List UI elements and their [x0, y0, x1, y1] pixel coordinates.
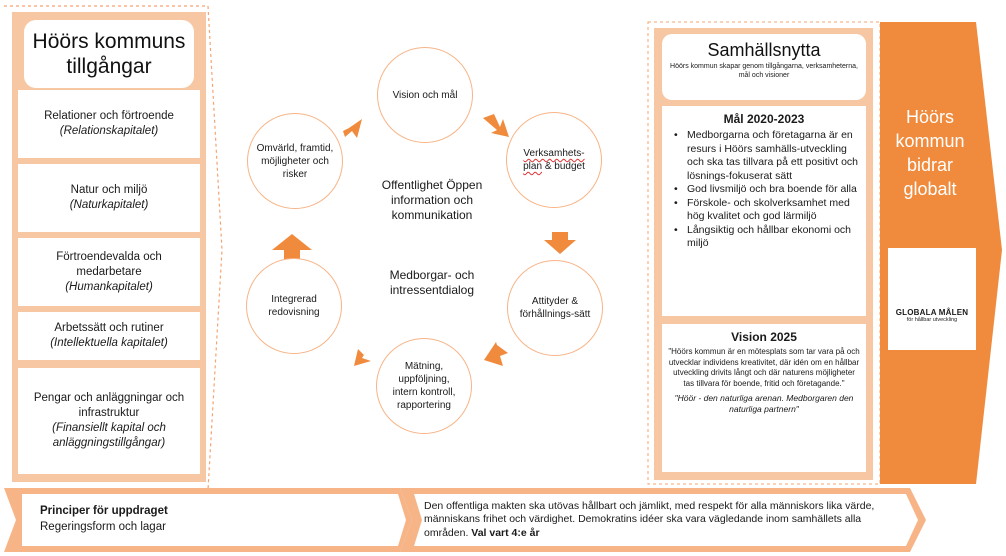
capital-label: Natur och miljö [70, 184, 148, 196]
capital-human: Förtroendevalda och medarbetare (Humanka… [18, 238, 200, 306]
goal-item: Förskole- och skolverksamhet med hög kva… [670, 197, 858, 224]
law-text: Den offentliga makten ska utövas hållbar… [424, 499, 875, 539]
principles-box [22, 494, 406, 546]
capital-label: Arbetssätt och rutiner [54, 322, 164, 334]
cycle-arrow-2 [544, 232, 576, 254]
cycle-node-environment: Omvärld, framtid, möjligheter och risker [247, 113, 343, 209]
vision-quote: "Höörs kommun är en mötesplats som tar v… [668, 347, 860, 388]
capital-sub: (Humankapitalet) [65, 280, 153, 293]
capital-financial: Pengar och anläggningar och infrastruktu… [18, 368, 200, 474]
cycle-node-label: Vision och mål [392, 89, 458, 101]
cycle-node-plan: Verksamhets-plan & budget [506, 112, 602, 208]
goals-list: Medborgarna och företagarna är en resurs… [670, 129, 858, 251]
cycle-arrow-6 [343, 119, 362, 138]
vision-motto: "Höör - den naturliga arenan. Medborgare… [674, 393, 854, 414]
sdg-label: GLOBALA MÅLEN [895, 308, 969, 317]
cycle-node-vision: Vision och mål [377, 47, 473, 143]
principles-title: Principer för uppdraget [40, 505, 168, 517]
cycle-node-label: Integrerad redovisning [268, 294, 320, 318]
global-contribution-text: Höörs kommun bidrar globalt [895, 107, 965, 199]
plan-rest: & budget [544, 161, 585, 172]
cycle-arrow-5 [272, 234, 312, 260]
cycle-node-label: Mätning, uppföljning, intern kontroll, r… [392, 361, 456, 411]
goal-item: Medborgarna och företagarna är en resurs… [670, 129, 858, 183]
law-box [414, 494, 918, 546]
law-ref: Val vart 4:e år [471, 526, 540, 539]
capital-sub: (Intellektuella kapitalet) [50, 337, 168, 349]
cycle-arrow-4 [354, 347, 371, 366]
center-dialog: Medborgar- och intressentdialog [389, 268, 475, 297]
capital-sub: (Finansiellt kapital och anläggningstill… [52, 422, 166, 449]
sdg-wheel-space [888, 248, 976, 306]
vision-box: Vision 2025 "Höörs kommun är en mötespla… [662, 324, 866, 472]
capital-nature: Natur och miljö (Naturkapitalet) [18, 164, 200, 232]
public-value-title: Samhällsnytta [707, 40, 821, 60]
public-value-panel: Samhällsnytta Höörs kommun skapar genom … [654, 28, 873, 480]
public-value-header: Samhällsnytta Höörs kommun skapar genom … [662, 34, 866, 100]
cycle-node-label: Attityder & förhållnings-sätt [519, 296, 591, 320]
cycle-arrow-1 [483, 114, 509, 137]
cycle-node-measurement: Mätning, uppföljning, intern kontroll, r… [376, 338, 472, 434]
principles: Principer för uppdraget Regeringsform oc… [22, 494, 402, 544]
capital-intellectual: Arbetssätt och rutiner (Intellektuella k… [18, 312, 200, 360]
capital-label: Förtroendevalda och medarbetare [56, 250, 162, 278]
sdg-sub: för hållbar utveckling [906, 317, 958, 323]
cycle-arrow-3 [484, 342, 508, 366]
goal-item: Långsiktig och hållbar ekonomi och miljö [670, 224, 858, 251]
law-statement: Den offentliga makten ska utövas hållbar… [424, 494, 884, 546]
center-publicity: Offentlighet Öppen information och kommu… [381, 178, 483, 222]
capital-relations: Relationer och förtroende (Relationskapi… [18, 90, 200, 158]
capital-sub: (Naturkapitalet) [69, 199, 149, 211]
plan-word: Verksamhets-plan [523, 148, 585, 172]
goals-title: Mål 2020-2023 [723, 112, 805, 126]
right-panel-outline [647, 21, 881, 485]
principles-sub: Regeringsform och lagar [40, 521, 166, 533]
public-value-subtitle: Höörs kommun skapar genom tillgångarna, … [670, 63, 858, 79]
assets-title: Höörs kommuns tillgångar [24, 20, 194, 88]
goal-item: God livsmiljö och bra boende för alla [670, 183, 858, 197]
assets-panel: Höörs kommuns tillgångar Relationer och … [12, 12, 206, 482]
goals-box: Mål 2020-2023 Medborgarna och företagarn… [662, 106, 866, 316]
cycle-node-label: Omvärld, framtid, möjligheter och risker [256, 142, 334, 180]
cycle-node-attitudes: Attityder & förhållnings-sätt [507, 260, 603, 356]
sdg-logo: GLOBALA MÅLEN för hållbar utveckling [888, 248, 976, 350]
capital-label: Pengar och anläggningar och infrastruktu… [33, 392, 185, 419]
cycle-node-reporting: Integrerad redovisning [246, 258, 342, 354]
capital-label: Relationer och förtroende [44, 110, 174, 122]
vision-title: Vision 2025 [731, 330, 797, 344]
capital-sub: (Relationskapitalet) [59, 125, 159, 137]
